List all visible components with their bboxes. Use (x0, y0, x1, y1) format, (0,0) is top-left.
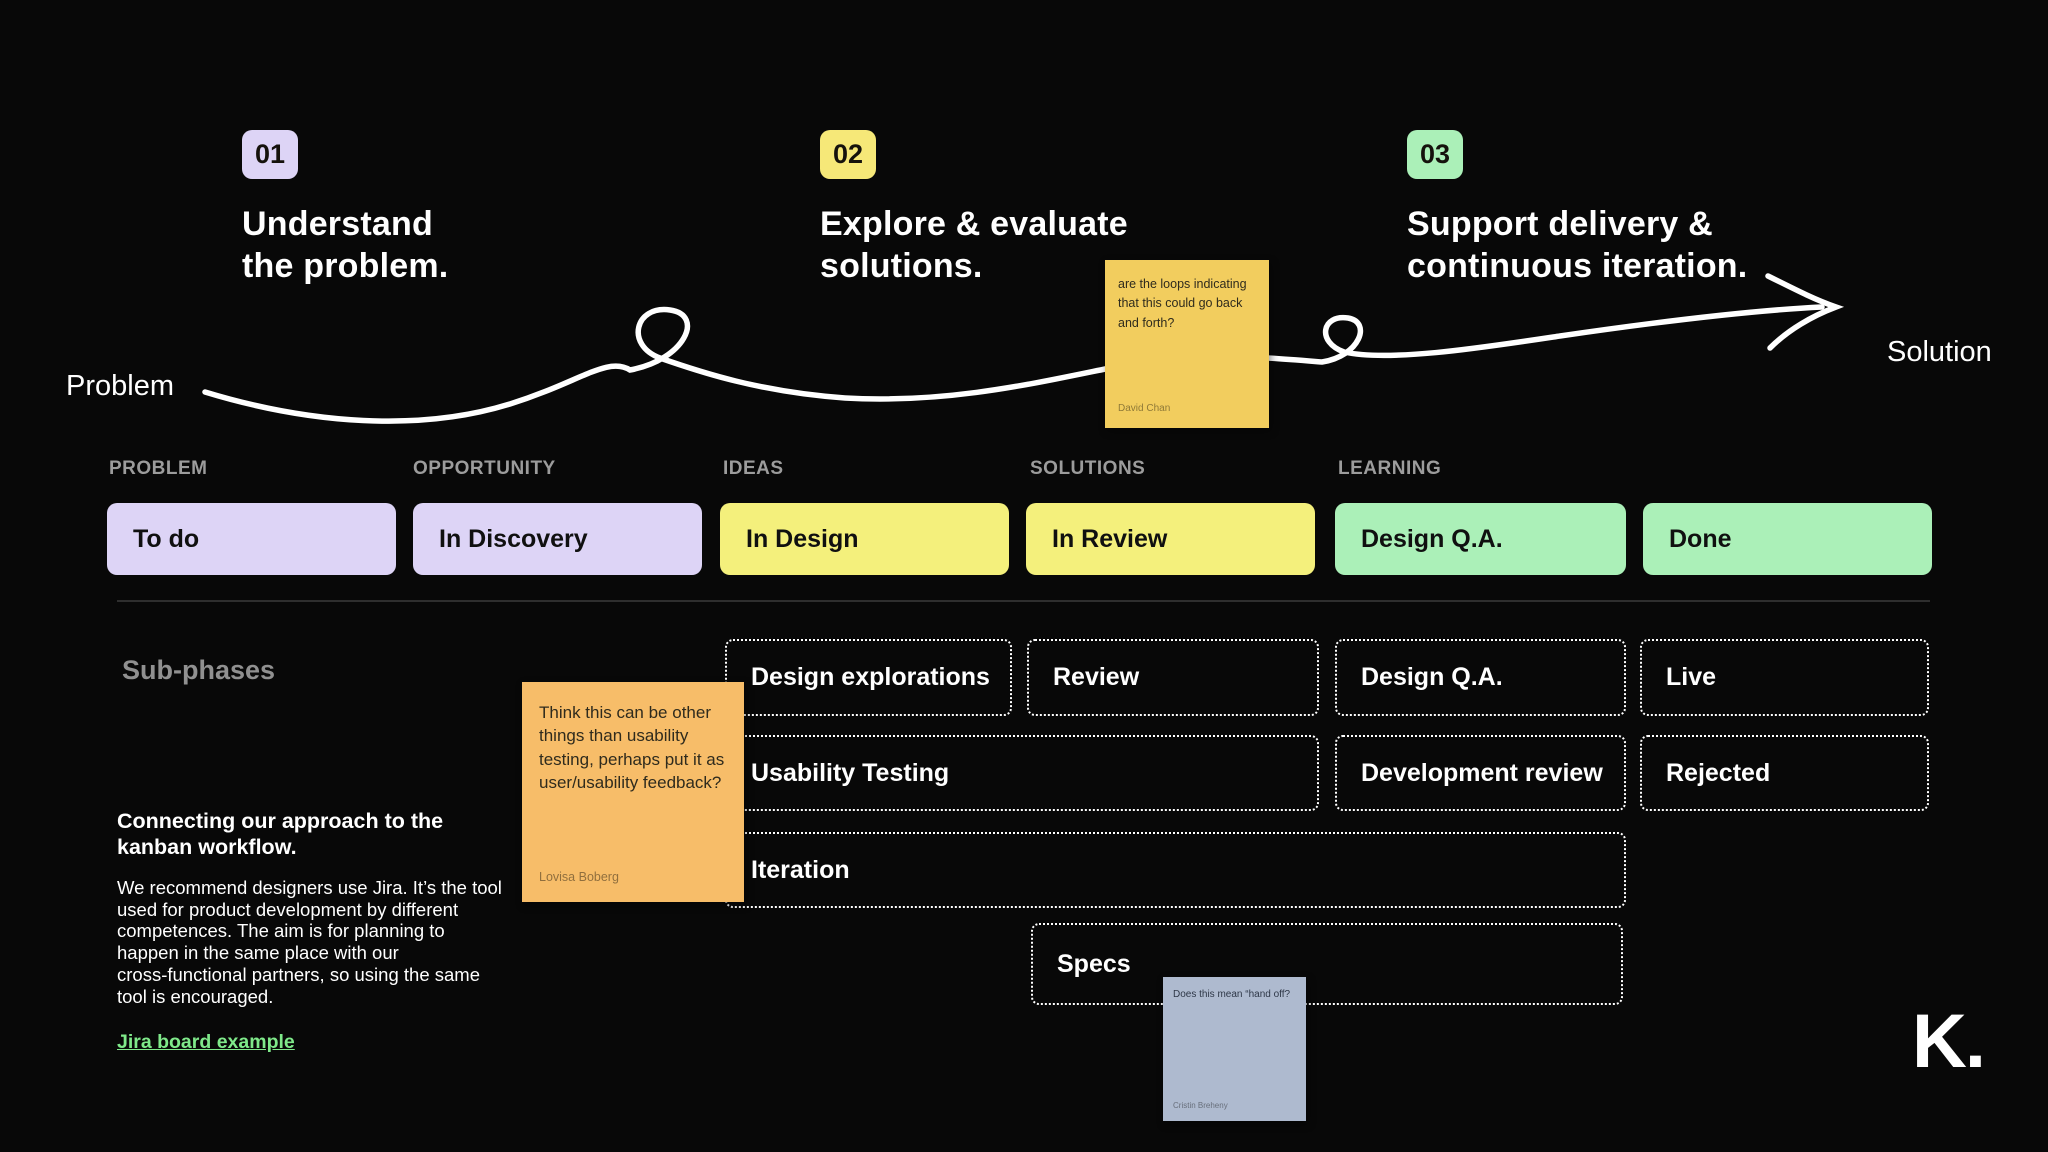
subphase-box-usability-testing[interactable]: Usability Testing (725, 735, 1319, 811)
phase-3-title: Support delivery & continuous iteration. (1407, 205, 1748, 285)
kanban-pill-done[interactable]: Done (1643, 503, 1932, 575)
subphase-box-live[interactable]: Live (1640, 639, 1929, 716)
sticky-note-author: Lovisa Boberg (539, 869, 619, 884)
phase-2-title: Explore & evaluate solutions. (820, 205, 1128, 285)
subphase-box-iteration[interactable]: Iteration (725, 832, 1626, 908)
solution-label: Solution (1887, 336, 1992, 368)
sticky-note-text: Think this can be other things than usab… (539, 703, 729, 792)
subphase-box-development-review[interactable]: Development review (1335, 735, 1626, 811)
section-divider (117, 600, 1930, 602)
kanban-pill-in-review[interactable]: In Review (1026, 503, 1315, 575)
text-block-heading: Connecting our approach to the kanban wo… (117, 809, 444, 859)
kanban-pill-to-do[interactable]: To do (107, 503, 396, 575)
phase-1: 01 Understand the problem. (242, 130, 448, 287)
column-header-problem: PROBLEM (109, 458, 208, 479)
subphase-box-specs[interactable]: Specs (1031, 923, 1623, 1005)
sticky-note-text: Does this mean “hand off? (1173, 989, 1291, 1000)
kanban-pill-in-design[interactable]: In Design (720, 503, 1009, 575)
klarna-logo: K. (1912, 999, 1986, 1084)
subphase-box-review[interactable]: Review (1027, 639, 1319, 716)
sticky-note-author: David Chan (1118, 402, 1171, 414)
subphase-box-design-explorations[interactable]: Design explorations (725, 639, 1012, 716)
column-header-learning: LEARNING (1338, 458, 1442, 479)
text-block-paragraph: We recommend designers use Jira. It’s th… (117, 877, 502, 1007)
phase-2-badge: 02 (820, 130, 877, 179)
phase-3-badge: 03 (1407, 130, 1464, 179)
kanban-pill-design-qa[interactable]: Design Q.A. (1335, 503, 1626, 575)
column-header-solutions: SOLUTIONS (1030, 458, 1146, 479)
sticky-note-text: are the loops indicating that this could… (1118, 277, 1251, 330)
jira-board-example-link[interactable]: Jira board example (117, 1031, 295, 1054)
phase-1-title: Understand the problem. (242, 205, 449, 285)
sticky-note-yellow[interactable]: are the loops indicating that this could… (1105, 260, 1269, 428)
kanban-approach-text-block: Connecting our approach to the kanban wo… (117, 808, 547, 1054)
sticky-note-author: Cristin Breheny (1173, 1100, 1228, 1110)
kanban-pill-in-discovery[interactable]: In Discovery (413, 503, 702, 575)
subphases-section-label: Sub-phases (122, 655, 276, 685)
phase-1-badge: 01 (242, 130, 299, 179)
column-header-ideas: IDEAS (723, 458, 784, 479)
problem-label: Problem (66, 370, 174, 402)
phase-3: 03 Support delivery & continuous iterati… (1407, 130, 1747, 287)
column-header-opportunity: OPPORTUNITY (413, 458, 556, 479)
sticky-note-orange[interactable]: Think this can be other things than usab… (522, 682, 744, 902)
sticky-note-blue[interactable]: Does this mean “hand off? Cristin Brehen… (1163, 977, 1306, 1121)
subphase-box-design-qa[interactable]: Design Q.A. (1335, 639, 1626, 716)
phase-2: 02 Explore & evaluate solutions. (820, 130, 1128, 287)
subphase-box-rejected[interactable]: Rejected (1640, 735, 1929, 811)
